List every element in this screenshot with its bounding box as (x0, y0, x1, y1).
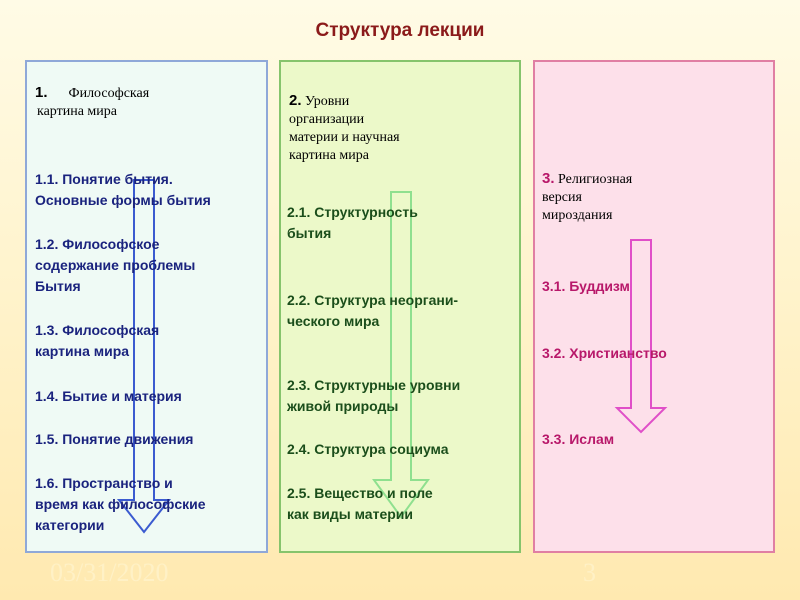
list-item: 1.4. Бытие и материя (35, 388, 182, 404)
list-item: 3.1. Буддизм (542, 278, 630, 294)
list-item: как виды материи (287, 506, 413, 522)
list-item: категории (35, 517, 105, 533)
column-1-number: 1. (35, 84, 48, 101)
down-arrow-icon (116, 179, 172, 534)
slide-date: 03/31/2020 (50, 558, 169, 587)
list-item: живой природы (287, 398, 399, 414)
down-arrow-icon (372, 191, 430, 519)
list-item: 1.5. Понятие движения (35, 431, 194, 447)
slide-title: Структура лекции (315, 20, 485, 41)
list-item: ческого мира (287, 313, 380, 329)
down-arrow-icon (614, 239, 668, 434)
column-2-title-line3: материи и научная (289, 130, 400, 145)
column-2-number: 2. (289, 92, 302, 109)
list-item: 2.2. Структура неоргани- (287, 292, 459, 308)
column-3-number: 3. (542, 170, 555, 187)
list-item: 1.3. Философская (35, 322, 160, 338)
list-item: картина мира (35, 343, 130, 359)
column-2-heading: 2. Уровни организации материи и научная … (289, 92, 400, 165)
column-1-title-line1: Философская (68, 86, 150, 101)
list-item: 2.4. Структура социума (287, 441, 449, 457)
list-item: 1.1. Понятие бытия. (35, 171, 173, 187)
column-3-title-line1: Религиозная (558, 172, 633, 187)
column-3-title-line2: версия (542, 190, 582, 205)
column-2-title-line4: картина мира (289, 148, 370, 163)
list-item: 1.6. Пространство и (35, 475, 173, 491)
column-matter: 2. Уровни организации материи и научная … (279, 60, 521, 553)
list-item: содержание проблемы (35, 257, 196, 273)
list-item: 3.3. Ислам (542, 431, 615, 447)
column-1-title-line2: картина мира (37, 104, 118, 119)
slide-number: 3 (583, 558, 596, 587)
column-philosophy: 1. Философская картина мира 1.1. Понятие… (25, 60, 268, 553)
column-2-title-line1: Уровни (305, 94, 350, 109)
column-3-title-line3: мироздания (542, 208, 613, 223)
column-1-heading: 1. Философская картина мира (35, 84, 149, 121)
column-religion: 3. Религиозная версия мироздания 3.1. Бу… (533, 60, 775, 553)
list-item: 2.1. Структурность (287, 204, 418, 220)
list-item: 2.3. Структурные уровни (287, 377, 461, 393)
list-item: бытия (287, 225, 332, 241)
list-item: Основные формы бытия (35, 192, 211, 208)
column-3-heading: 3. Религиозная версия мироздания (542, 170, 632, 225)
list-item: время как философские (35, 496, 206, 512)
list-item: 1.2. Философское (35, 236, 160, 252)
column-2-title-line2: организации (289, 112, 365, 127)
list-item: 2.5. Вещество и поле (287, 485, 433, 501)
list-item: 3.2. Христианство (542, 345, 667, 361)
list-item: Бытия (35, 278, 81, 294)
